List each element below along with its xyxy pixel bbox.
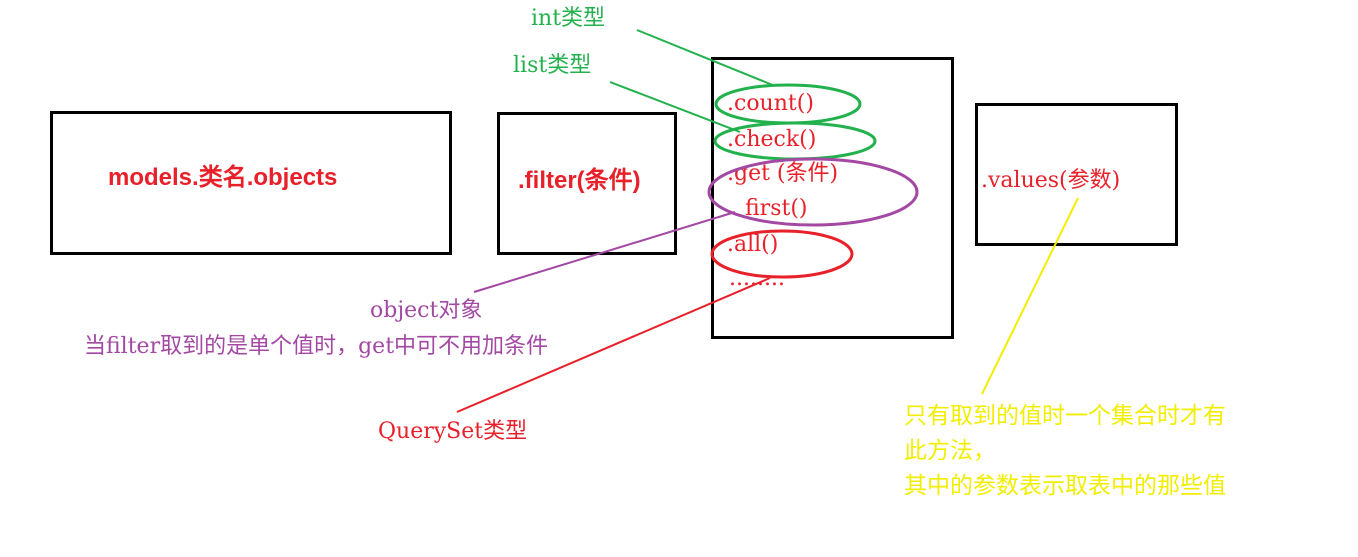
count-method: .count() (727, 91, 814, 116)
models-objects-label: models.类名.objects (108, 164, 338, 191)
object-type-annotation: object对象 (370, 298, 483, 323)
all-method: .all() (727, 232, 779, 257)
values-note-line-3: 其中的参数表示取表中的那些值 (904, 473, 1226, 499)
more-methods-ellipsis: ........ (729, 266, 785, 291)
values-note-line-2: 此方法， (904, 438, 996, 464)
models-objects-box: models.类名.objects (50, 111, 452, 255)
values-label: .values(参数) (981, 168, 1121, 193)
object-note-annotation: 当filter取到的是单个值时，get中可不用加条件 (84, 334, 549, 359)
get-method: .get (条件) (727, 161, 839, 186)
queryset-type-annotation: QuerySet类型 (378, 419, 528, 444)
check-method: .check() (727, 127, 817, 152)
first-method: first() (745, 196, 808, 221)
int-type-annotation: int类型 (531, 6, 606, 31)
values-note-line-1: 只有取到的值时一个集合时才有 (904, 403, 1226, 429)
list-type-annotation: list类型 (513, 53, 592, 78)
filter-box: .filter(条件) (497, 112, 677, 255)
filter-label: .filter(条件) (518, 167, 641, 194)
